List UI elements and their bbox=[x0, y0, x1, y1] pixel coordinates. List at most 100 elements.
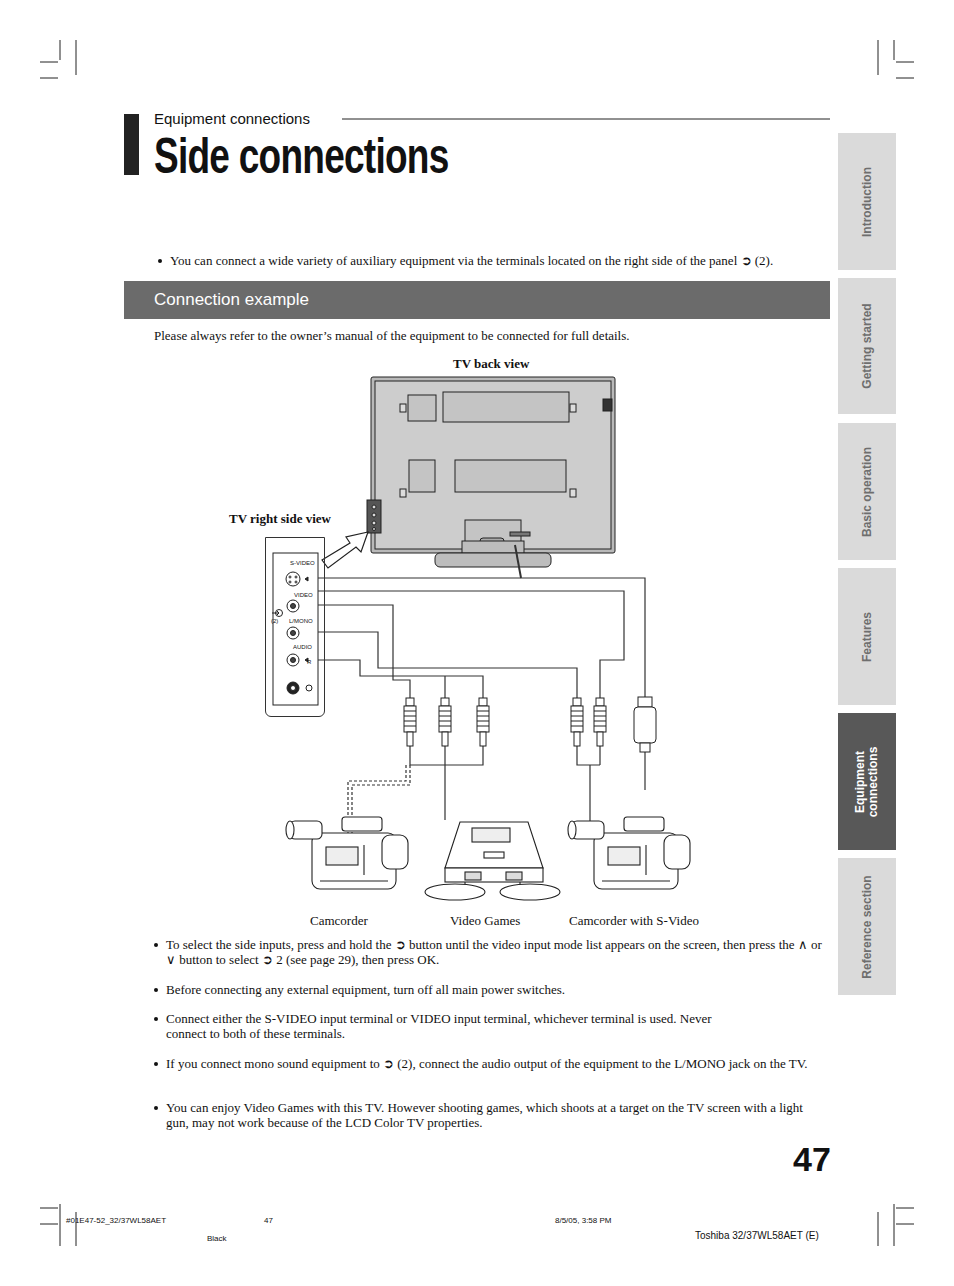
cables bbox=[318, 660, 483, 698]
section-header: Equipment connections bbox=[154, 110, 310, 128]
rca-plugs bbox=[406, 698, 414, 706]
video-game-console bbox=[425, 822, 560, 900]
tv-back bbox=[435, 553, 551, 567]
rca-plugs bbox=[571, 706, 583, 732]
body-text: Connect either the S-VIDEO input termina… bbox=[166, 1011, 741, 1041]
body-text: You can enjoy Video Games with this TV. … bbox=[166, 1100, 828, 1130]
s-video-plug bbox=[634, 697, 656, 752]
node-text: Getting started bbox=[861, 303, 874, 388]
tv-back bbox=[400, 489, 406, 497]
rca-plugs bbox=[404, 706, 416, 732]
side-jacks bbox=[289, 576, 291, 578]
video-game-console bbox=[445, 822, 543, 868]
chapter-tab: Reference section bbox=[838, 858, 896, 995]
rca-plugs bbox=[439, 716, 451, 717]
side-jacks bbox=[286, 572, 300, 586]
rca-plugs bbox=[594, 716, 606, 717]
tv-back bbox=[408, 395, 436, 421]
rca-plugs bbox=[574, 732, 580, 746]
side-jacks bbox=[272, 611, 279, 615]
tv-back bbox=[570, 489, 576, 497]
camcorder-s-video bbox=[568, 821, 576, 839]
side-panel: S-VIDEOVIDEO(2)L/MONOAUDIOR bbox=[265, 537, 325, 717]
cables bbox=[318, 605, 410, 698]
crop-marks bbox=[878, 1204, 914, 1246]
tv-back bbox=[455, 460, 566, 492]
rca-plugs bbox=[407, 732, 413, 746]
rca-plugs bbox=[439, 721, 451, 722]
tv-back bbox=[367, 377, 615, 578]
view-label: TV right side view bbox=[229, 511, 331, 526]
tv-back bbox=[372, 505, 376, 509]
chapter-tab: Features bbox=[838, 568, 896, 705]
tv-back bbox=[510, 532, 530, 536]
side-jacks bbox=[291, 631, 296, 636]
s-video-plug bbox=[634, 707, 656, 743]
side-jacks bbox=[291, 604, 296, 609]
rca-plugs bbox=[439, 726, 451, 727]
camcorder-s-video bbox=[624, 817, 664, 831]
cables bbox=[318, 632, 577, 698]
footer-text: Black bbox=[207, 1234, 227, 1244]
cables bbox=[577, 746, 600, 822]
heading-rule bbox=[124, 114, 139, 175]
tv-back bbox=[409, 460, 435, 492]
crop-marks bbox=[878, 40, 914, 78]
callout-arrow bbox=[322, 532, 368, 568]
chapter-tab: Introduction bbox=[838, 133, 896, 270]
node-text: Features bbox=[861, 611, 874, 661]
camcorder-s-video bbox=[608, 847, 640, 865]
rca-plugs bbox=[596, 698, 604, 706]
footer-text: 47 bbox=[264, 1216, 273, 1226]
bullet-dot bbox=[154, 1017, 158, 1021]
cables bbox=[318, 578, 645, 697]
tv-back bbox=[373, 528, 376, 531]
rca-plugs bbox=[594, 721, 606, 722]
side-jacks bbox=[291, 658, 296, 663]
rca-plugs bbox=[439, 711, 451, 712]
tv-back bbox=[372, 521, 376, 525]
video-game-console bbox=[445, 868, 543, 882]
camcorder-s-video bbox=[602, 845, 670, 881]
device-label: Video Games bbox=[450, 913, 520, 928]
rca-plugs bbox=[480, 732, 486, 746]
page-number: 47 bbox=[793, 1140, 831, 1178]
tv-back bbox=[603, 399, 612, 411]
side-jacks bbox=[306, 685, 312, 691]
section-band: Connection example bbox=[124, 281, 830, 319]
callout-arrow bbox=[322, 532, 368, 568]
camcorder bbox=[320, 845, 388, 881]
video-game-console bbox=[500, 884, 560, 900]
bullet-dot bbox=[154, 943, 158, 947]
s-video-plug bbox=[638, 697, 652, 707]
rca-plugs bbox=[571, 711, 583, 712]
side-jacks bbox=[295, 576, 297, 578]
rca-plugs bbox=[477, 716, 489, 717]
node-text: (2) bbox=[271, 618, 278, 625]
node-text: Introduction bbox=[861, 167, 874, 237]
camcorder bbox=[326, 847, 358, 865]
rca-plugs bbox=[404, 721, 416, 722]
rca-plugs bbox=[477, 706, 489, 732]
video-game-console bbox=[506, 872, 522, 880]
tv-back bbox=[515, 545, 521, 578]
camcorder bbox=[342, 817, 382, 831]
node-text: Equipment connections bbox=[854, 737, 880, 827]
rca-plugs bbox=[571, 716, 583, 717]
tv-back bbox=[375, 381, 611, 549]
tv-back bbox=[570, 404, 576, 412]
rca-plugs bbox=[571, 726, 583, 727]
bullet-dot bbox=[154, 1062, 158, 1066]
node-text: VIDEO bbox=[294, 592, 313, 599]
video-game-console bbox=[484, 852, 504, 858]
rca-plugs bbox=[479, 698, 487, 706]
device-label: Camcorder bbox=[310, 913, 368, 928]
rca-plugs bbox=[477, 726, 489, 727]
node-text: S-VIDEO bbox=[290, 560, 315, 567]
cables bbox=[644, 752, 645, 790]
rca-plugs bbox=[594, 726, 606, 727]
node-text: Basic operation bbox=[861, 446, 874, 536]
node-text: R bbox=[307, 659, 311, 666]
